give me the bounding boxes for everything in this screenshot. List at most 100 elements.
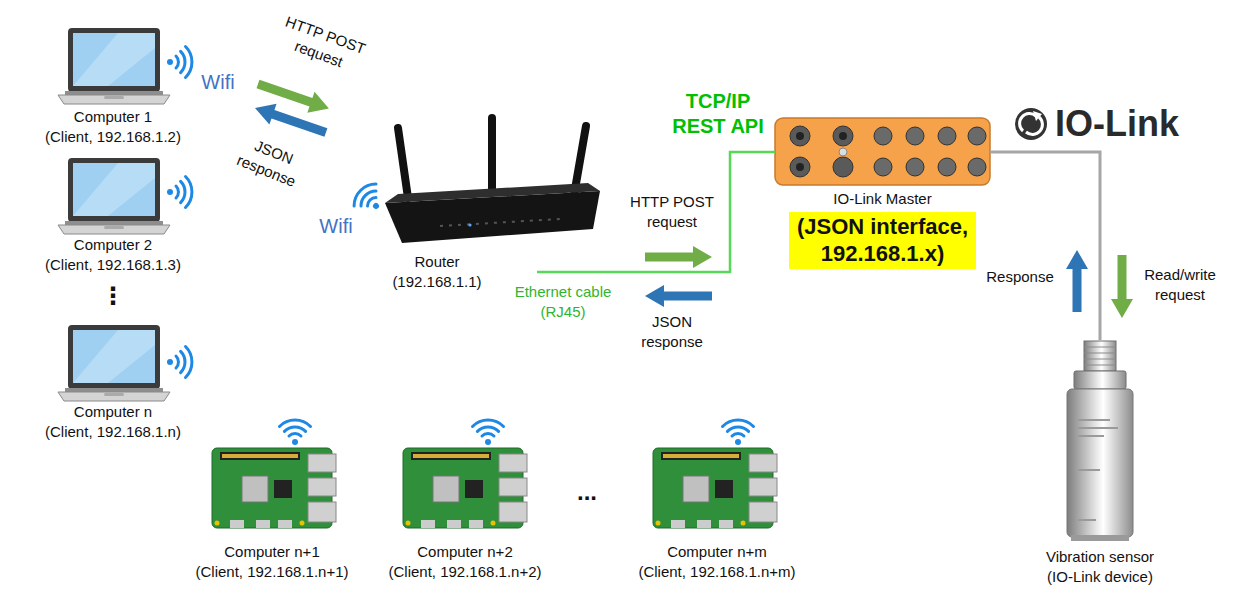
- ip-highlight: (JSON interface, 192.168.1.x): [789, 212, 976, 269]
- client-raspberry-pi: Computer n+1 (Client, 192.168.1.n+1): [177, 440, 367, 583]
- logo-circle: [1015, 108, 1047, 140]
- io-link-cable: [990, 152, 1100, 340]
- io-link-master: IO-Link Master (JSON interface, 192.168.1…: [775, 115, 990, 269]
- text-line: TCP/IP: [686, 89, 750, 114]
- node-caption: Computer n+m (Client, 192.168.1.n+m): [638, 542, 795, 583]
- node-caption: IO-Link Master: [833, 189, 931, 209]
- wifi-icon: [473, 420, 504, 445]
- client-laptop: Computer n (Client, 192.168.1.n): [33, 322, 193, 443]
- text-line: Computer n: [74, 402, 152, 422]
- master-housing: [775, 118, 990, 185]
- response-arrow: [645, 285, 712, 307]
- sensor-body: [1067, 389, 1133, 537]
- node-caption: Vibration sensor (IO-Link device): [1046, 547, 1154, 588]
- request-arrow: [1111, 255, 1133, 318]
- laptop-icon: [58, 325, 170, 401]
- m12-port: [874, 158, 892, 176]
- m12-port: [938, 158, 956, 176]
- arrow-label: HTTP POST request: [630, 192, 714, 233]
- text-line: Computer n+m: [667, 542, 767, 562]
- text-line: Response: [986, 267, 1054, 287]
- m12-port: [938, 127, 956, 145]
- wifi-icon: [167, 177, 192, 208]
- router-leds: [440, 219, 560, 226]
- text-line: (Client, 192.168.1.2): [45, 127, 181, 147]
- router-antenna: [398, 128, 408, 198]
- wifi-icon: [167, 47, 192, 78]
- io-link-master-device: [775, 118, 990, 185]
- text-line: (Client, 192.168.1.n+m): [638, 562, 795, 582]
- m12-port: [968, 158, 986, 176]
- m12-port: [906, 158, 924, 176]
- text-line: Computer 2: [74, 235, 152, 255]
- text-line: 192.168.1.x): [821, 241, 945, 267]
- text-line: (Client, 192.168.1.3): [45, 255, 181, 275]
- text-line: request: [647, 212, 697, 232]
- text-line: request: [1155, 285, 1205, 305]
- text-line: (RJ45): [540, 302, 585, 322]
- wifi-label: Wifi: [319, 214, 352, 238]
- ellipsis: ⋮: [101, 284, 125, 308]
- text-line: (Client, 192.168.1.n+2): [388, 562, 541, 582]
- io-link-logo-icon: [1015, 108, 1047, 140]
- request-arrow: [1111, 255, 1133, 318]
- text-line: (JSON interface,: [797, 214, 968, 240]
- protocol-label: TCP/IP REST API: [672, 89, 764, 139]
- sensor-base: [1071, 535, 1129, 541]
- wifi-icon: [280, 420, 311, 445]
- wifi-label: Wifi: [201, 70, 234, 94]
- text-line: HTTP POST: [630, 192, 714, 212]
- response-arrow: [1066, 250, 1088, 312]
- ethernet-cable: [537, 152, 775, 272]
- router: Router (192.168.1.1): [337, 130, 537, 293]
- m12-port: [833, 157, 853, 177]
- sensor-connector: [1084, 341, 1116, 371]
- client-raspberry-pi: Computer n+m (Client, 192.168.1.n+m): [622, 440, 812, 583]
- vibration-sensor-image: [1067, 341, 1133, 541]
- ellipsis: ...: [577, 480, 597, 504]
- wifi-icon: [723, 420, 754, 445]
- m12-port: [968, 127, 986, 145]
- text-line: Vibration sensor: [1046, 547, 1154, 567]
- text-line: (192.168.1.1): [392, 272, 481, 292]
- laptop-icon: [58, 158, 170, 234]
- vibration-sensor: Vibration sensor (IO-Link device): [1025, 340, 1175, 588]
- m12-port: [790, 126, 810, 146]
- client-raspberry-pi: Computer n+2 (Client, 192.168.1.n+2): [370, 440, 560, 583]
- text-line: IO-Link: [1055, 106, 1179, 142]
- text-line: Wifi: [319, 214, 352, 238]
- node-caption: Computer 2 (Client, 192.168.1.3): [45, 235, 181, 276]
- m12-port: [874, 127, 892, 145]
- text-line: (Client, 192.168.1.n+1): [195, 562, 348, 582]
- request-arrow: [645, 246, 712, 268]
- arrow-label: JSON response: [234, 132, 306, 193]
- text-line: ...: [577, 480, 597, 504]
- m12-port: [790, 157, 810, 177]
- text-line: Computer n+1: [224, 542, 319, 562]
- arrow-label: Read/write request: [1144, 265, 1216, 306]
- node-caption: Computer n+1 (Client, 192.168.1.n+1): [195, 542, 348, 583]
- arrow-label: Response: [986, 267, 1054, 287]
- sensor-nut: [1074, 371, 1126, 389]
- status-led: [839, 148, 847, 156]
- client-laptop: Computer 2 (Client, 192.168.1.3): [33, 155, 193, 276]
- router-led: [468, 223, 471, 226]
- response-arrow: [251, 98, 329, 143]
- text-line: Router: [414, 252, 459, 272]
- node-caption: Computer n (Client, 192.168.1.n): [45, 402, 181, 443]
- sensor-thread: [1084, 347, 1116, 365]
- raspberry-pi-board: [212, 448, 336, 528]
- text-line: IO-Link Master: [833, 189, 931, 209]
- arrow-label: JSON response: [641, 312, 703, 353]
- text-line: ⋮: [101, 284, 125, 308]
- response-arrow: [1066, 250, 1088, 312]
- node-caption: Computer 1 (Client, 192.168.1.2): [45, 107, 181, 148]
- cable-label: Ethernet cable (RJ45): [513, 282, 614, 323]
- wifi-icon: [167, 347, 192, 378]
- laptop-icon: [58, 28, 170, 104]
- m12-port-pin: [796, 132, 804, 140]
- raspberry-pi-board: [403, 448, 527, 528]
